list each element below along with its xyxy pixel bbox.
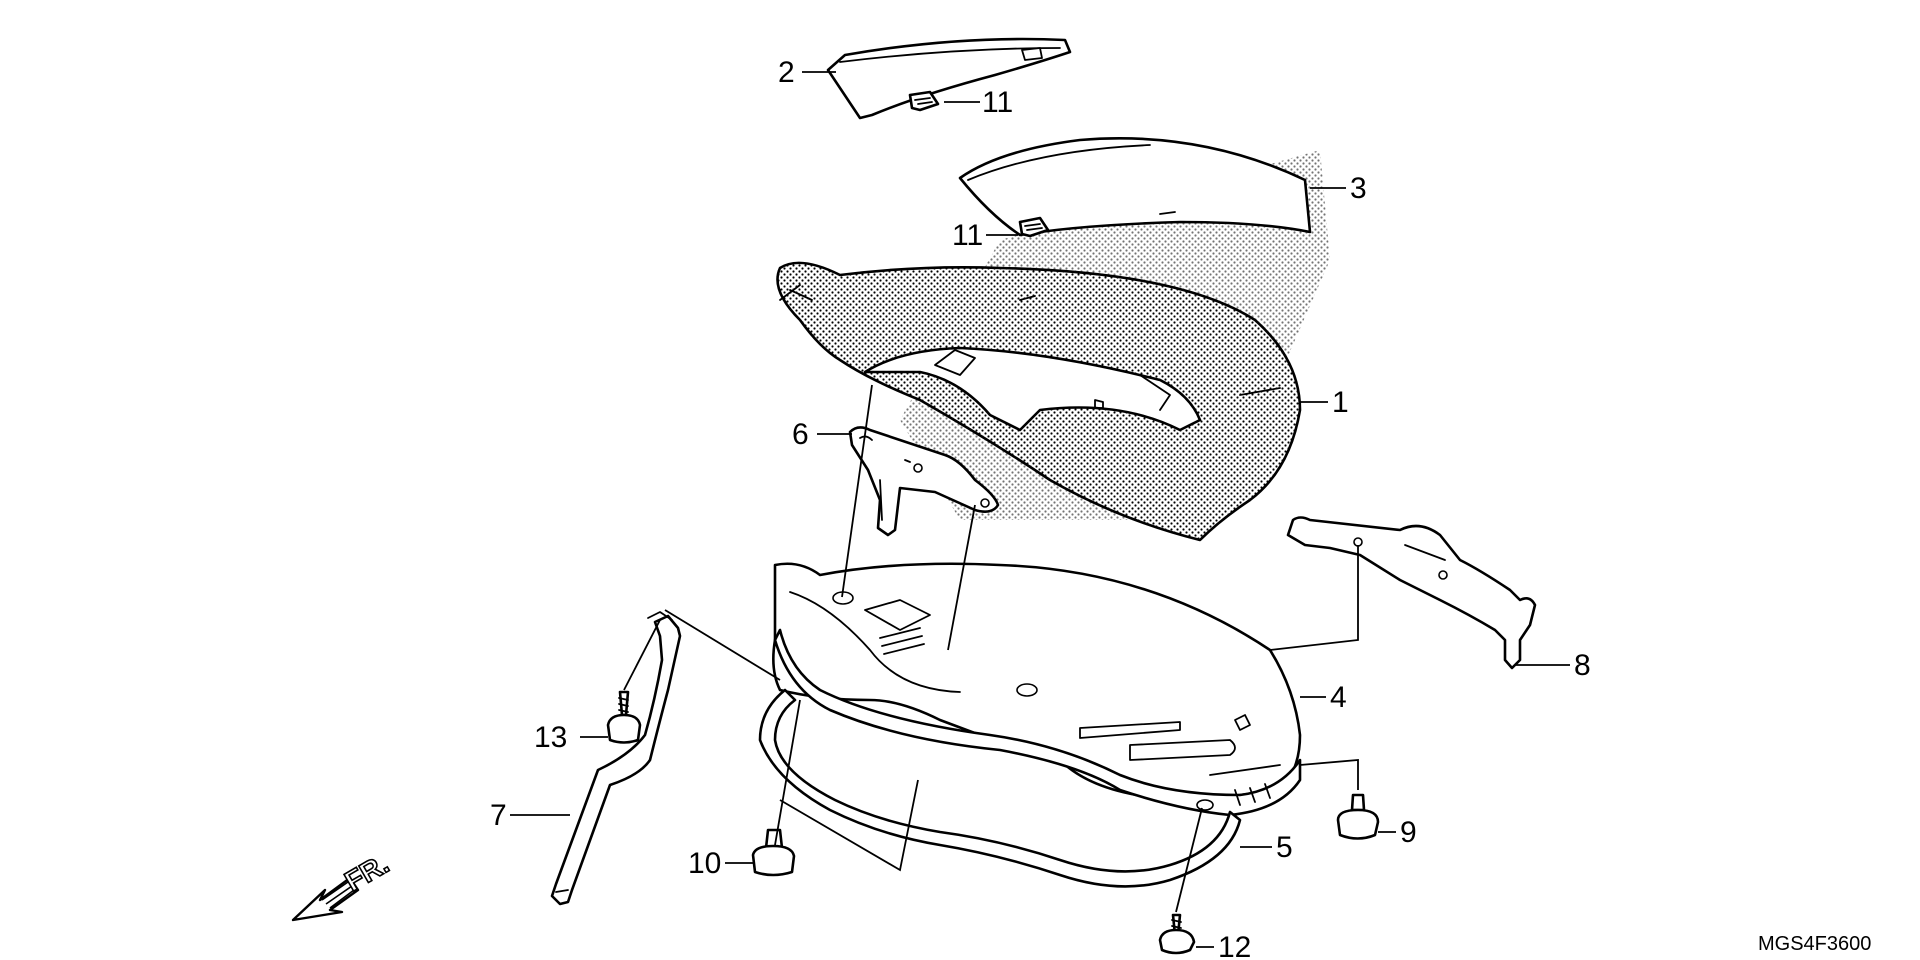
callout-6[interactable]: 6 <box>792 418 809 451</box>
part-2-cover[interactable] <box>826 37 1072 120</box>
callout-11-lower[interactable]: 11 <box>952 219 983 252</box>
callouts: 2 11 3 11 1 6 8 4 5 9 13 7 10 12 <box>490 56 1591 960</box>
part-5-gasket[interactable] <box>758 688 1242 888</box>
part-11-clip-upper[interactable] <box>908 90 940 112</box>
part-6-bracket[interactable] <box>848 426 1000 537</box>
callout-1[interactable]: 1 <box>1332 386 1349 419</box>
part-1-main-cover[interactable] <box>776 261 1302 542</box>
callout-3[interactable]: 3 <box>1350 172 1367 205</box>
part-10-bolt[interactable] <box>751 828 796 877</box>
callout-5[interactable]: 5 <box>1276 831 1293 864</box>
callout-8[interactable]: 8 <box>1574 649 1591 682</box>
callout-13[interactable]: 13 <box>534 721 567 754</box>
part-12-screw[interactable] <box>1158 913 1196 955</box>
part-9-bolt[interactable] <box>1336 793 1380 840</box>
callout-12[interactable]: 12 <box>1218 931 1251 960</box>
callout-7[interactable]: 7 <box>490 799 507 832</box>
front-direction-arrow: FR. <box>291 847 395 922</box>
part-8-side-bracket[interactable] <box>1286 516 1537 670</box>
callout-2[interactable]: 2 <box>778 56 795 89</box>
callout-4[interactable]: 4 <box>1330 681 1347 714</box>
callout-11-upper[interactable]: 11 <box>982 86 1013 119</box>
part-13-screw[interactable] <box>606 690 642 744</box>
leader-lines <box>510 71 1570 948</box>
callout-9[interactable]: 9 <box>1400 816 1417 849</box>
part-4-storage-tray[interactable] <box>772 562 1302 817</box>
part-7-strap[interactable] <box>550 611 682 906</box>
callout-10[interactable]: 10 <box>688 847 721 880</box>
part-3-top-panel[interactable] <box>958 137 1312 237</box>
part-11-clip-lower[interactable] <box>1018 216 1050 238</box>
drawing-code: MGS4F3600 <box>1758 933 1871 955</box>
